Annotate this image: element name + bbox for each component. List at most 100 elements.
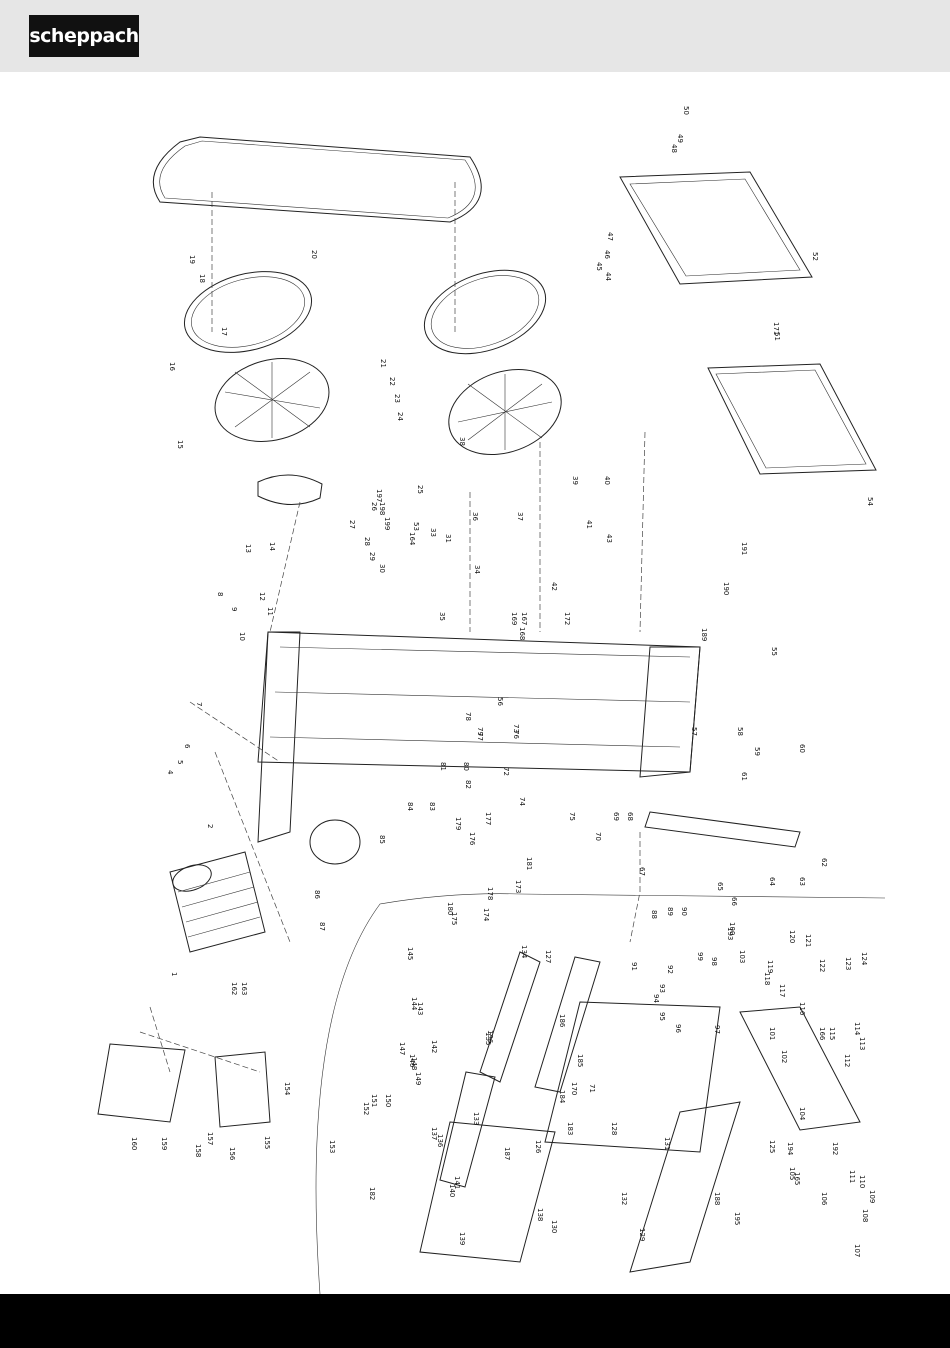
motor-part: [169, 851, 266, 953]
part-label-190: 190: [722, 582, 730, 595]
part-label-152: 152: [362, 1102, 370, 1115]
part-label-136: 136: [436, 1134, 444, 1148]
part-label-17: 17: [220, 327, 228, 336]
part-label-71: 71: [588, 1084, 596, 1093]
part-label-169: 169: [510, 612, 518, 625]
part-label-86: 86: [313, 890, 321, 899]
part-label-124: 124: [860, 952, 868, 966]
part-label-96: 96: [674, 1024, 682, 1033]
part-label-11: 11: [266, 607, 274, 616]
part-label-132: 132: [620, 1192, 628, 1205]
part-label-143: 143: [416, 1002, 424, 1015]
part-label-138: 138: [536, 1208, 544, 1221]
part-label-5: 5: [176, 760, 184, 764]
part-label-141: 141: [453, 1176, 461, 1189]
part-label-13: 13: [244, 544, 252, 553]
part-label-175: 175: [450, 912, 458, 925]
part-label-102: 102: [780, 1050, 788, 1063]
part-label-158: 158: [194, 1144, 202, 1157]
part-label-139: 139: [458, 1232, 466, 1245]
part-label-105: 105: [788, 1167, 796, 1180]
wheel-tyre-part: [183, 271, 313, 353]
part-label-10: 10: [238, 632, 246, 641]
part-label-192: 192: [831, 1142, 839, 1155]
part-label-45: 45: [595, 262, 603, 271]
part-label-4: 4: [166, 770, 174, 775]
mitre-table-part: [544, 1001, 721, 1153]
part-label-196: 196: [486, 1030, 494, 1044]
part-label-58: 58: [736, 727, 744, 736]
part-label-133: 133: [472, 1112, 480, 1125]
part-label-63: 63: [798, 877, 806, 886]
part-label-115: 115: [828, 1027, 836, 1040]
part-label-89: 89: [666, 907, 674, 916]
part-label-15: 15: [176, 440, 184, 449]
part-label-59: 59: [753, 747, 761, 756]
part-label-184: 184: [558, 1090, 566, 1104]
part-label-151: 151: [370, 1094, 378, 1107]
part-label-119: 119: [766, 960, 774, 973]
part-label-120: 120: [788, 930, 796, 943]
part-label-112: 112: [843, 1054, 851, 1067]
part-label-65: 65: [716, 882, 724, 891]
part-label-61: 61: [740, 772, 748, 781]
part-label-79: 79: [476, 727, 484, 736]
part-label-95: 95: [658, 1012, 666, 1021]
fence-rail-part: [644, 811, 801, 848]
part-label-31: 31: [444, 534, 452, 543]
scheppach-logo: scheppach: [29, 15, 139, 57]
part-label-191: 191: [740, 542, 748, 555]
part-label-87: 87: [318, 922, 326, 931]
part-label-162: 162: [230, 982, 238, 995]
part-label-23: 23: [393, 394, 401, 403]
part-label-82: 82: [464, 780, 472, 789]
part-label-116: 116: [798, 1002, 806, 1016]
part-label-56: 56: [496, 697, 504, 706]
part-label-114: 114: [853, 1022, 861, 1036]
part-label-178: 178: [486, 887, 494, 900]
part-label-99: 99: [696, 952, 704, 961]
part-label-73: 73: [512, 724, 520, 733]
table-plate-part: [619, 171, 813, 285]
part-label-97: 97: [713, 1025, 721, 1034]
part-label-173: 173: [514, 880, 522, 893]
wheel-part: [214, 358, 330, 442]
part-label-111: 111: [848, 1170, 856, 1183]
part-label-14: 14: [268, 542, 276, 551]
part-label-1: 1: [170, 972, 178, 976]
part-label-94: 94: [652, 994, 660, 1003]
part-label-159: 159: [160, 1137, 168, 1150]
part-label-145: 145: [406, 947, 414, 960]
part-label-68: 68: [626, 812, 634, 821]
part-label-113: 113: [858, 1037, 866, 1050]
part-label-85: 85: [378, 835, 386, 844]
part-label-181: 181: [525, 857, 533, 870]
part-label-57: 57: [690, 727, 698, 736]
saw-blade-part: [152, 136, 482, 223]
part-label-109: 109: [868, 1190, 876, 1203]
part-label-33: 33: [429, 528, 437, 537]
part-label-189: 189: [700, 628, 708, 641]
part-label-25: 25: [416, 485, 424, 494]
part-label-27: 27: [348, 520, 356, 529]
part-label-24: 24: [396, 412, 404, 421]
part-label-38: 38: [458, 437, 466, 446]
part-label-76: 76: [512, 730, 520, 739]
part-label-170: 170: [570, 1082, 578, 1095]
part-label-126: 126: [534, 1140, 542, 1154]
part-label-29: 29: [368, 552, 376, 561]
part-label-83: 83: [428, 802, 436, 811]
part-label-55: 55: [770, 647, 778, 656]
part-label-187: 187: [503, 1147, 511, 1160]
part-label-172: 172: [563, 612, 571, 625]
part-label-125: 125: [768, 1140, 776, 1153]
part-label-18: 18: [198, 274, 206, 283]
part-label-134: 134: [520, 945, 528, 959]
part-label-37: 37: [516, 512, 524, 521]
part-label-92: 92: [666, 965, 674, 974]
part-label-106: 106: [820, 1192, 828, 1206]
part-label-127: 127: [544, 950, 552, 963]
part-label-2: 2: [206, 824, 214, 828]
part-label-41: 41: [585, 520, 593, 529]
part-label-165: 165: [793, 1172, 801, 1185]
